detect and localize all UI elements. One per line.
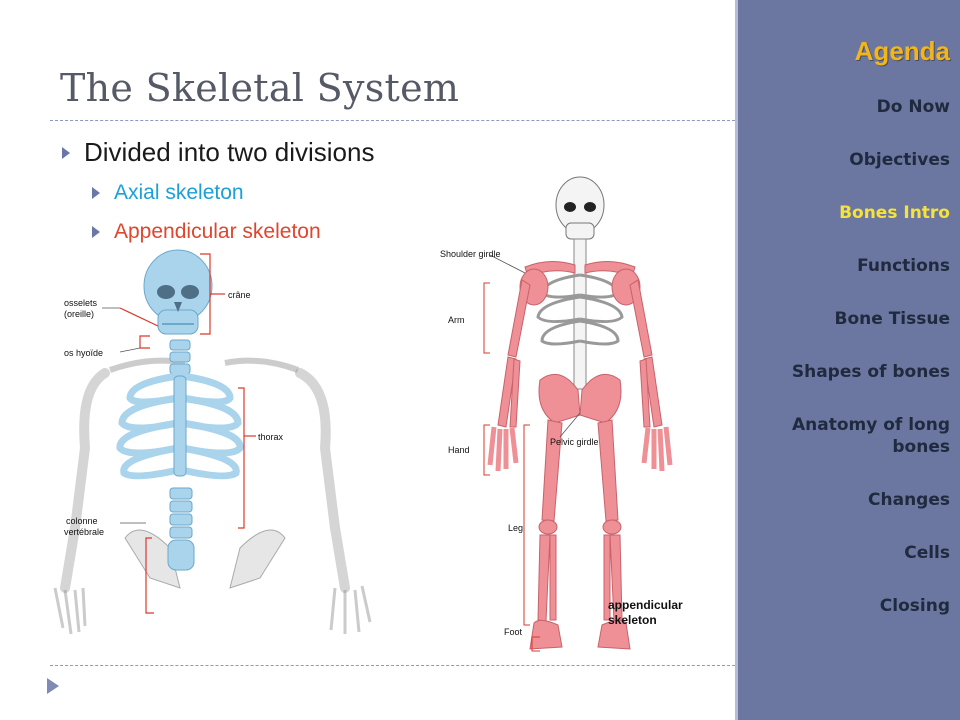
agenda-title: Agenda — [854, 36, 950, 66]
axial-skeleton-svg: osselets (oreille) os hyoïde crâne thora… — [53, 249, 372, 635]
label-arm: Arm — [448, 315, 465, 325]
label-oreille: (oreille) — [64, 309, 94, 319]
caption-skeleton: skeleton — [608, 613, 657, 627]
bullet-axial-text: Axial skeleton — [114, 181, 244, 204]
title-divider — [50, 120, 735, 121]
label-thorax: thorax — [258, 432, 284, 442]
bullet-appendicular-text: Appendicular skeleton — [114, 220, 321, 243]
agenda-item-cells[interactable]: Cells — [904, 543, 950, 563]
appendicular-skeleton-svg: Shoulder girdle Arm Hand Pelvic girdle L… — [440, 176, 683, 652]
agenda-item-closing[interactable]: Closing — [879, 596, 950, 616]
agenda-sidebar: Agenda Do Now Objectives Bones Intro Fun… — [735, 0, 960, 720]
label-leg: Leg — [508, 523, 523, 533]
agenda-item-do-now[interactable]: Do Now — [876, 97, 950, 117]
label-pelvic-girdle: Pelvic girdle — [550, 437, 599, 447]
slide-canvas: The Skeletal System Divided into two div… — [47, 66, 735, 694]
label-os-hyoide: os hyoïde — [64, 348, 103, 358]
label-vertebrale: vertébrale — [64, 527, 104, 537]
agenda-list: Do Now Objectives Bones Intro Functions … — [745, 96, 950, 648]
agenda-item-bone-tissue[interactable]: Bone Tissue — [834, 309, 950, 329]
appendicular-skeleton-figure: Shoulder girdle Arm Hand Pelvic girdle L… — [430, 175, 730, 670]
footer-divider — [50, 665, 735, 666]
label-hand: Hand — [448, 445, 470, 455]
bullet-appendicular: Appendicular skeleton — [92, 220, 321, 244]
footer-arrow-icon — [47, 678, 59, 694]
bullet-arrow-icon — [62, 146, 70, 159]
agenda-item-bones-intro[interactable]: Bones Intro — [839, 203, 950, 223]
agenda-item-objectives[interactable]: Objectives — [849, 150, 950, 170]
label-colonne: colonne — [66, 516, 98, 526]
agenda-item-changes[interactable]: Changes — [868, 490, 950, 510]
bullet-axial: Axial skeleton — [92, 181, 244, 205]
label-shoulder-girdle: Shoulder girdle — [440, 249, 501, 259]
label-crane: crâne — [228, 290, 251, 300]
slide-title: The Skeletal System — [60, 66, 460, 110]
bullet-main: Divided into two divisions — [62, 137, 374, 168]
label-osselets: osselets — [64, 298, 98, 308]
agenda-item-functions[interactable]: Functions — [857, 256, 950, 276]
label-foot: Foot — [504, 627, 523, 637]
bullet-main-text: Divided into two divisions — [84, 137, 375, 167]
caption-appendicular: appendicular — [608, 598, 683, 612]
bullet-arrow-icon — [92, 226, 100, 238]
agenda-item-anatomy-of-long-bones[interactable]: Anatomy of long bones — [791, 415, 950, 457]
bullet-arrow-icon — [92, 187, 100, 199]
axial-skeleton-figure: osselets (oreille) os hyoïde crâne thora… — [50, 248, 390, 658]
agenda-item-shapes-of-bones[interactable]: Shapes of bones — [791, 362, 950, 382]
